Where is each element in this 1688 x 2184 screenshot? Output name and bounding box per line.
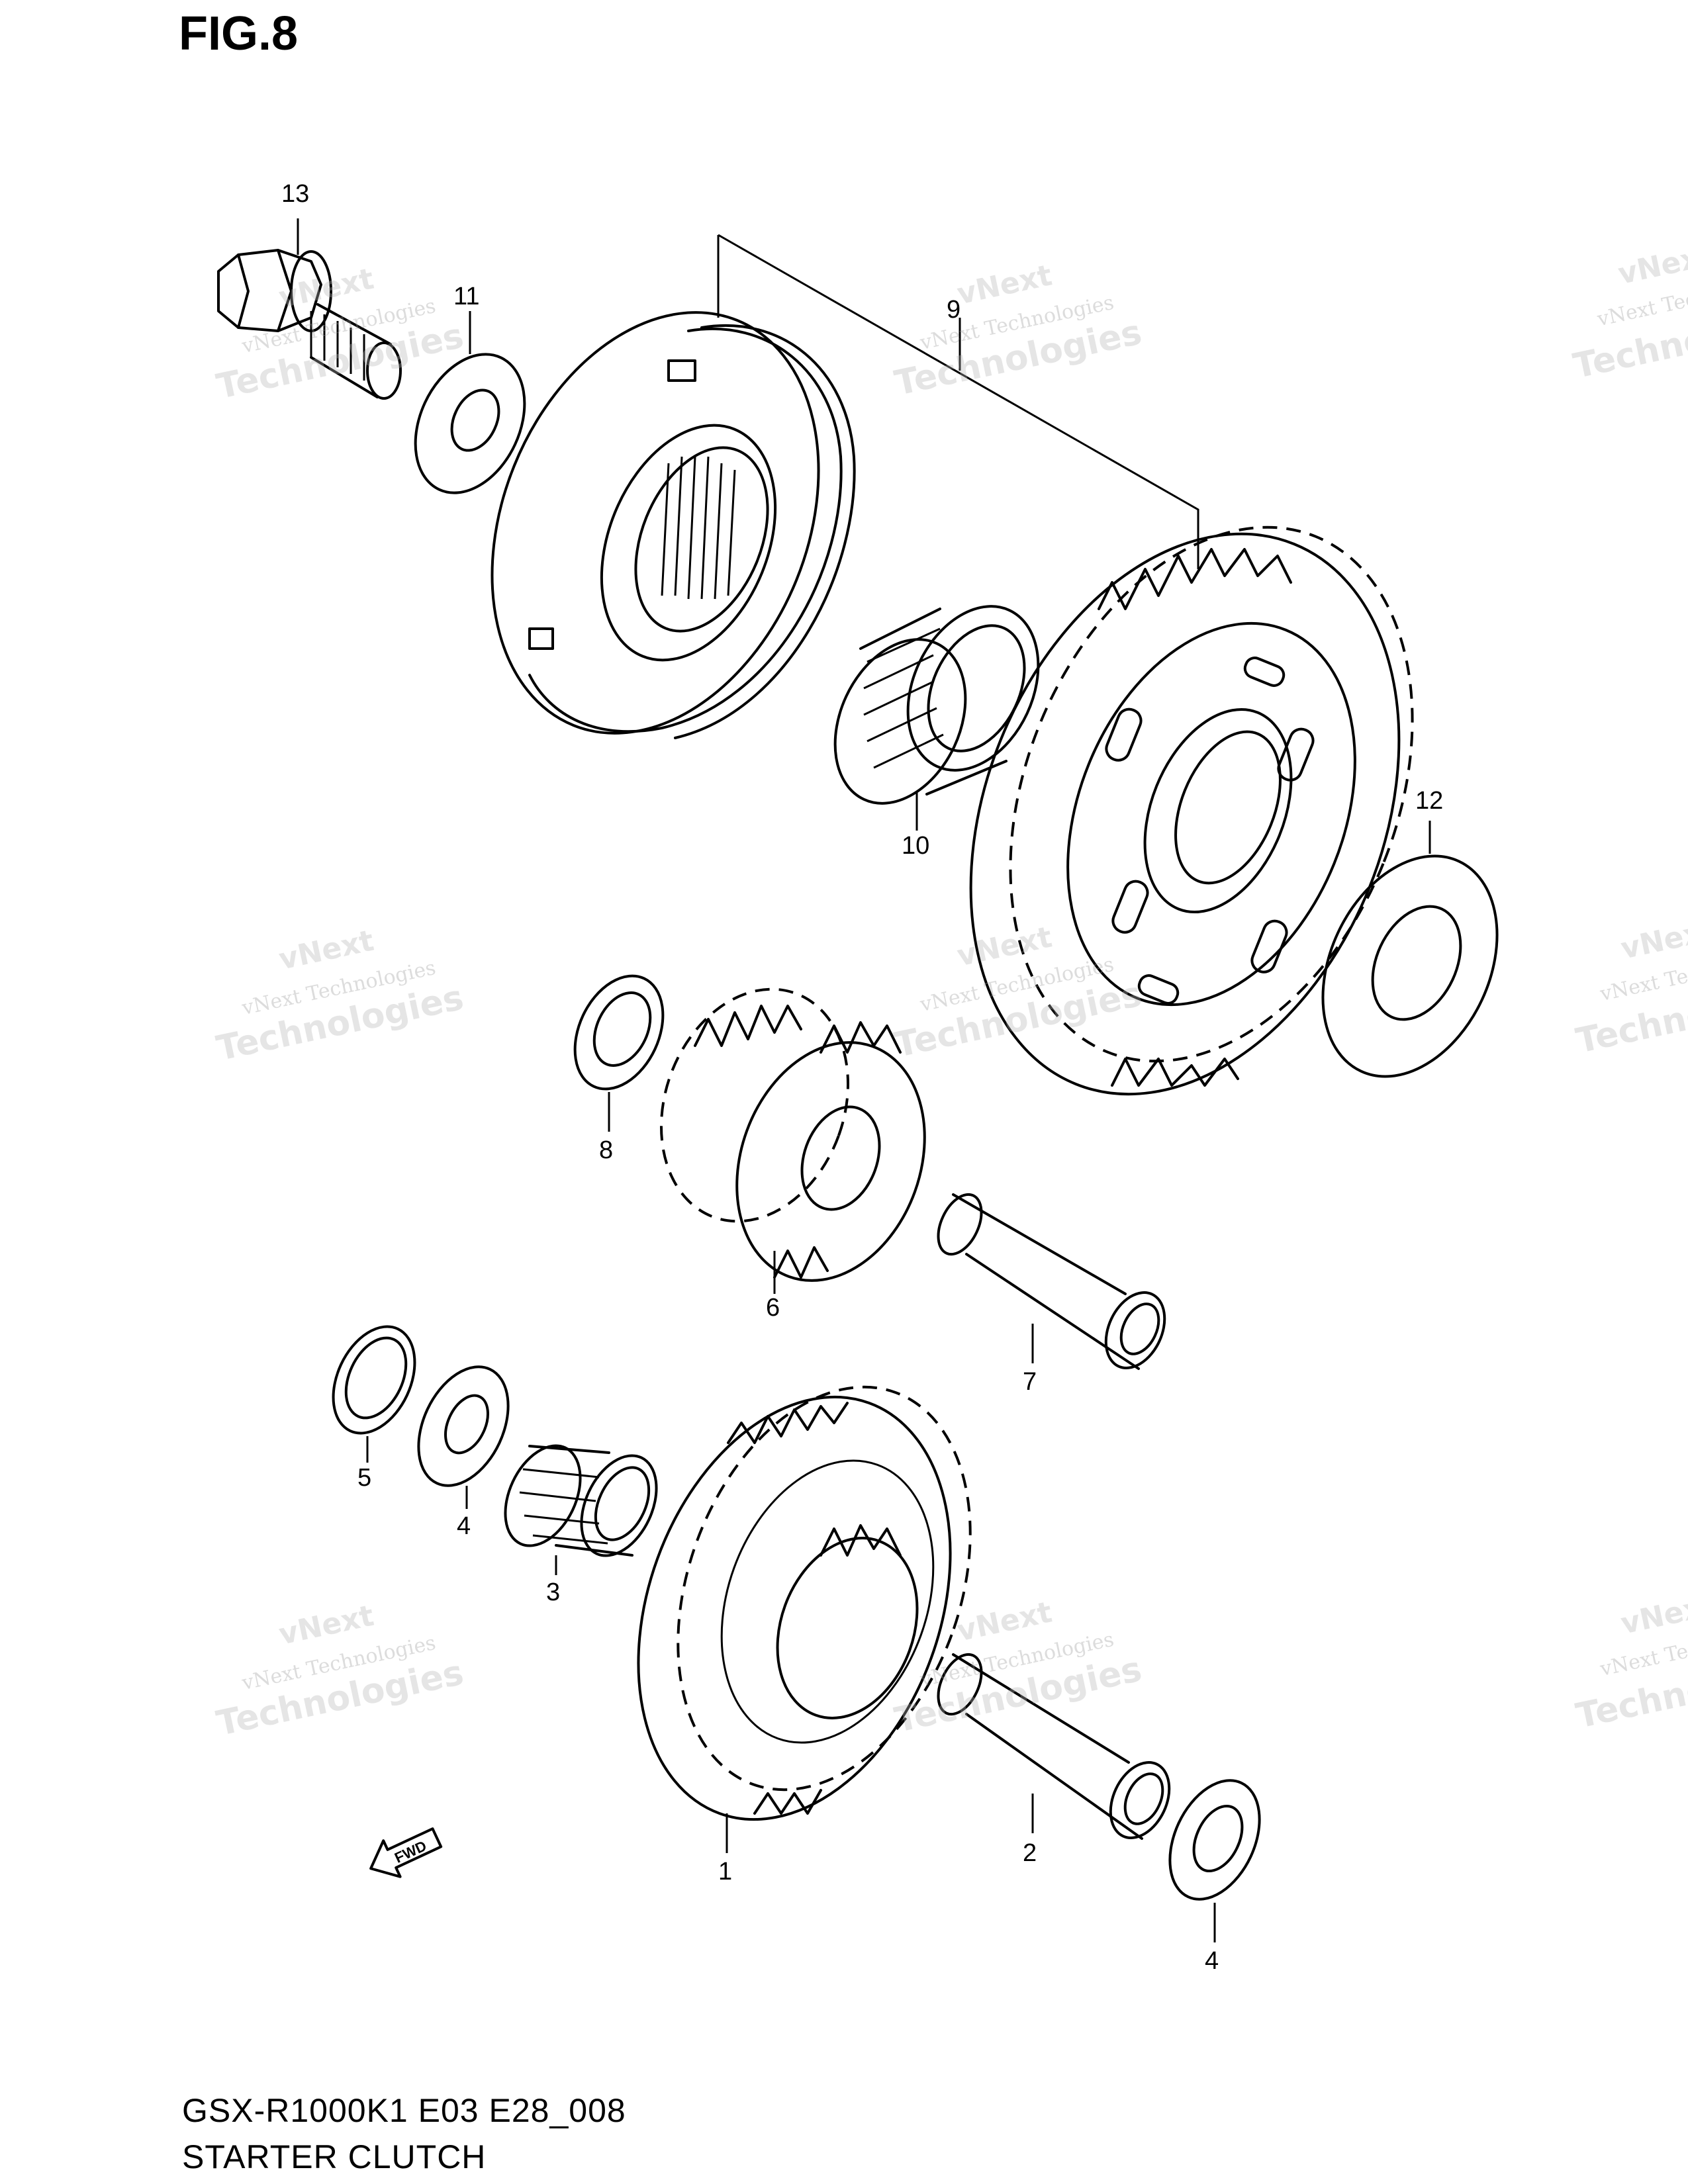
part-11-washer[interactable] [395,311,546,510]
label-part-8: 8 [599,1136,613,1164]
watermark-3: vNext Technologies vNext Technologies [1570,238,1688,387]
forward-arrow-icon: FWD [369,1827,443,1878]
part-2-shaft[interactable] [929,1648,1180,1848]
label-part-6: 6 [766,1294,780,1322]
label-part-2: 2 [1023,1839,1037,1867]
watermark-5: vNext Technologies vNext Technologies [891,921,1145,1066]
label-part-12: 12 [1415,787,1443,815]
part-12-washer[interactable] [1289,821,1530,1105]
figure-title: FIG.8 [179,7,299,60]
part-9-driven-gear[interactable] [892,467,1487,1159]
part-9-clutch-housing[interactable] [432,263,878,782]
label-part-13: 13 [281,180,309,208]
part-1-starter-gear[interactable] [583,1346,1023,1863]
part-4b-washer[interactable] [1152,1766,1277,1942]
part-4-washer[interactable] [400,1353,526,1509]
part-10-needle-bearing[interactable] [810,585,1063,831]
label-part-9: 9 [947,296,961,324]
svg-text:vNext: vNext [276,262,377,315]
model-code: GSX-R1000K1 E03 E28_008 [182,2092,626,2129]
watermark-6: vNext Technologies vNext Technologies [1573,913,1688,1062]
svg-text:vNext: vNext [1615,238,1688,291]
label-part-7: 7 [1023,1368,1037,1396]
label-part-5: 5 [357,1464,371,1492]
svg-text:vNext: vNext [1618,1588,1688,1641]
part-5-washer[interactable] [317,1314,431,1463]
watermark-4: vNext Technologies vNext Technologies [213,924,467,1069]
label-part-11: 11 [453,283,479,310]
svg-text:vNext: vNext [954,259,1055,312]
watermark-9: vNext Technologies vNext Technologies [1573,1588,1688,1737]
label-part-3: 3 [546,1578,560,1606]
watermark-7: vNext Technologies vNext Technologies [213,1599,467,1744]
label-part-4b: 4 [1205,1947,1219,1975]
part-6-idle-gear[interactable] [630,963,957,1307]
part-9-assembly-bracket [717,234,1199,569]
part-8-washer[interactable] [558,962,680,1132]
svg-text:vNext: vNext [276,924,377,977]
part-3-needle-bearing[interactable] [491,1433,671,1575]
svg-text:vNext: vNext [954,921,1055,974]
watermark-2: vNext Technologies vNext Technologies [891,259,1145,404]
part-13-bolt[interactable] [217,218,402,400]
svg-text:vNext: vNext [276,1599,377,1652]
label-part-10: 10 [902,832,929,860]
part-7-idle-shaft[interactable] [929,1188,1176,1378]
label-part-4: 4 [457,1512,471,1540]
assembly-name: STARTER CLUTCH [182,2138,487,2175]
svg-text:vNext: vNext [954,1596,1055,1649]
svg-text:vNext: vNext [1618,913,1688,966]
label-part-1: 1 [718,1858,732,1886]
